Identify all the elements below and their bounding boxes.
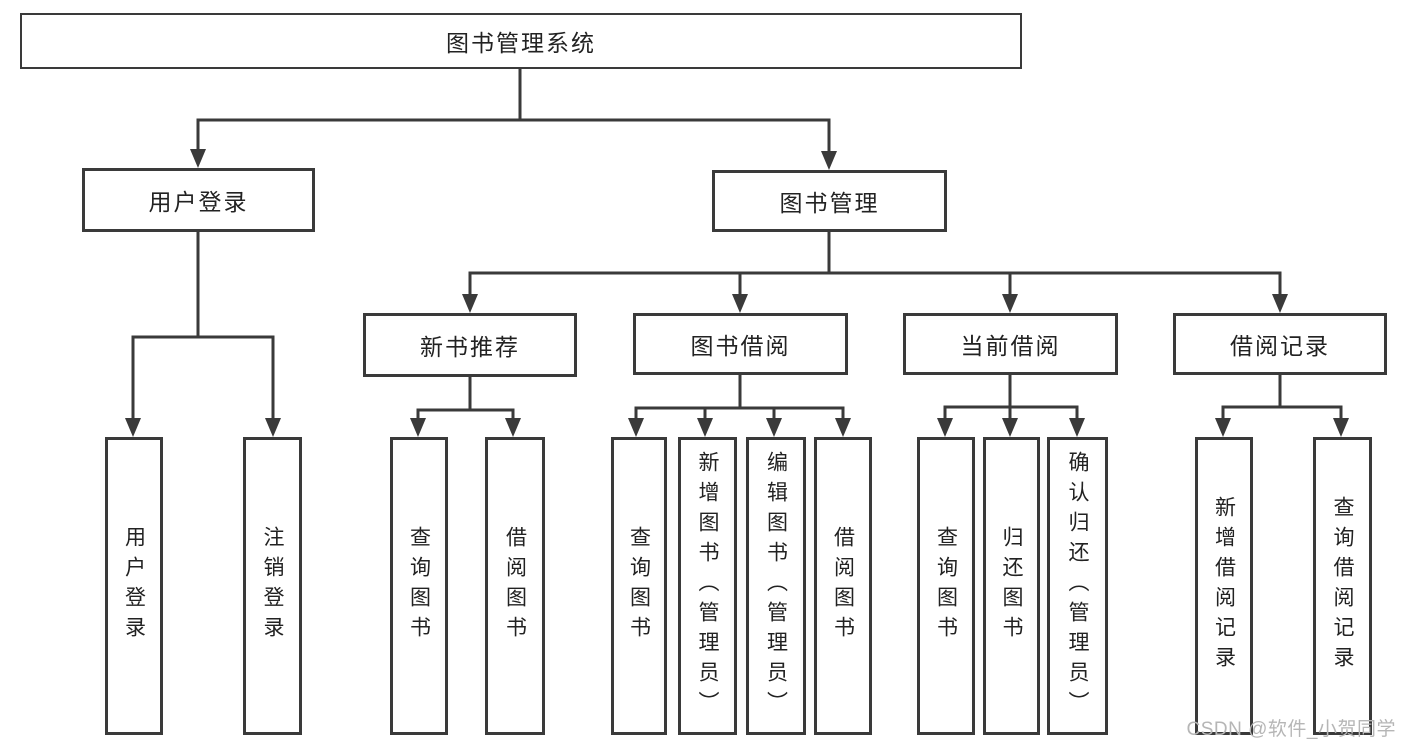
leaf-add-book-admin: 新增图书（管理员） [678,437,737,735]
node-new-book-recommendation: 新书推荐 [363,313,577,377]
arrow-down-icon [835,418,851,437]
leaf-return-book-label: 归还图书 [1000,526,1023,646]
leaf-logout-label: 注销登录 [261,526,284,646]
leaf-query-books-borrow-label: 查询图书 [627,526,651,646]
arrow-down-icon [1069,418,1085,437]
arrow-down-icon [125,418,141,437]
arrow-down-icon [1272,294,1288,313]
arrow-down-icon [697,418,713,437]
leaf-borrow-books-borrow-label: 借阅图书 [831,526,855,646]
leaf-query-books-borrow: 查询图书 [611,437,667,735]
leaf-add-borrow-record: 新增借阅记录 [1195,437,1253,735]
arrow-down-icon [1002,418,1018,437]
leaf-query-books-recommend: 查询图书 [390,437,448,735]
arrowheads [125,149,1349,437]
leaf-borrow-books-borrow: 借阅图书 [814,437,872,735]
leaf-user-login-label: 用户登录 [122,526,146,646]
leaf-borrow-books-recommend-label: 借阅图书 [503,526,527,646]
node-book-borrowing: 图书借阅 [633,313,848,375]
node-borrowing-records: 借阅记录 [1173,313,1387,375]
arrow-down-icon [190,149,206,168]
leaf-confirm-return-admin-label: 确认归还（管理员） [1066,451,1089,721]
arrow-down-icon [937,418,953,437]
leaf-query-borrow-record-label: 查询借阅记录 [1331,496,1354,676]
node-current-borrowing: 当前借阅 [903,313,1118,375]
arrow-down-icon [732,294,748,313]
node-library-system: 图书管理系统 [20,13,1022,69]
watermark: CSDN @软件_小贺同学 [1186,719,1396,740]
leaf-query-books-current: 查询图书 [917,437,975,735]
leaf-return-book: 归还图书 [983,437,1040,735]
arrow-down-icon [821,151,837,170]
leaf-user-login: 用户登录 [105,437,163,735]
leaf-add-book-admin-label: 新增图书（管理员） [696,451,719,721]
arrow-down-icon [1333,418,1349,437]
arrow-down-icon [1215,418,1231,437]
arrow-down-icon [462,294,478,313]
leaf-borrow-books-recommend: 借阅图书 [485,437,545,735]
node-user-login: 用户登录 [82,168,315,232]
leaf-query-borrow-record: 查询借阅记录 [1313,437,1372,735]
leaf-edit-book-admin-label: 编辑图书（管理员） [764,451,788,721]
node-book-management: 图书管理 [712,170,947,232]
connector-path [131,69,1343,420]
leaf-confirm-return-admin: 确认归还（管理员） [1047,437,1108,735]
leaf-add-borrow-record-label: 新增借阅记录 [1212,496,1236,676]
leaf-edit-book-admin: 编辑图书（管理员） [746,437,806,735]
arrow-down-icon [265,418,281,437]
leaf-logout: 注销登录 [243,437,302,735]
arrow-down-icon [505,418,521,437]
arrow-down-icon [628,418,644,437]
leaf-query-books-current-label: 查询图书 [934,526,958,646]
arrow-down-icon [766,418,782,437]
arrow-down-icon [1002,294,1018,313]
arrow-down-icon [410,418,426,437]
leaf-query-books-recommend-label: 查询图书 [407,526,431,646]
